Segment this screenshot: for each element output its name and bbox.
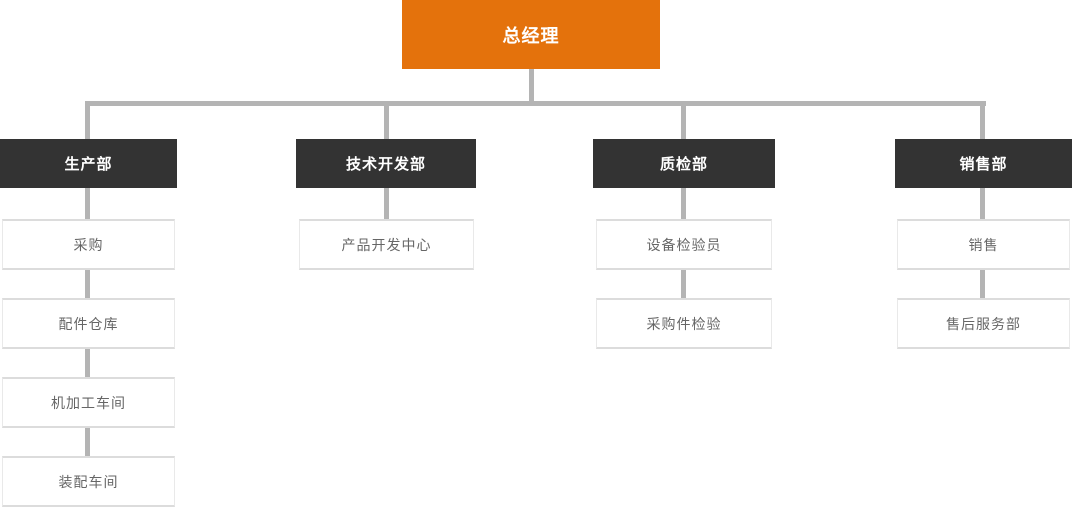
connector-line bbox=[85, 269, 90, 299]
leaf-node-assembly-shop[interactable]: 装配车间 bbox=[2, 456, 175, 507]
leaf-node-parts-warehouse[interactable]: 配件仓库 bbox=[2, 298, 175, 349]
leaf-node-machining-shop[interactable]: 机加工车间 bbox=[2, 377, 175, 428]
leaf-node-after-sales-service[interactable]: 售后服务部 bbox=[897, 298, 1070, 349]
dept-node-tech-development[interactable]: 技术开发部 bbox=[296, 139, 476, 188]
connector-line bbox=[980, 187, 985, 220]
leaf-node-sales[interactable]: 销售 bbox=[897, 219, 1070, 270]
connector-line bbox=[85, 348, 90, 378]
connector-line bbox=[85, 187, 90, 220]
leaf-node-equipment-inspector[interactable]: 设备检验员 bbox=[596, 219, 772, 270]
dept-node-sales[interactable]: 销售部 bbox=[895, 139, 1072, 188]
connector-line bbox=[384, 187, 389, 220]
connector-line bbox=[980, 269, 985, 299]
connector-line bbox=[85, 427, 90, 457]
connector-drop-sales bbox=[980, 101, 985, 139]
leaf-node-purchased-parts-inspection[interactable]: 采购件检验 bbox=[596, 298, 772, 349]
connector-line bbox=[681, 187, 686, 220]
connector-line bbox=[681, 269, 686, 299]
dept-node-production[interactable]: 生产部 bbox=[0, 139, 177, 188]
connector-drop-production bbox=[85, 101, 90, 139]
leaf-node-purchasing[interactable]: 采购 bbox=[2, 219, 175, 270]
connector-horizontal-rail bbox=[85, 101, 986, 106]
connector-root-stem bbox=[529, 69, 534, 103]
dept-node-quality-inspection[interactable]: 质检部 bbox=[593, 139, 775, 188]
leaf-node-product-dev-center[interactable]: 产品开发中心 bbox=[299, 219, 474, 270]
root-node-general-manager[interactable]: 总经理 bbox=[402, 0, 660, 69]
connector-drop-qa bbox=[681, 101, 686, 139]
connector-drop-tech bbox=[384, 101, 389, 139]
